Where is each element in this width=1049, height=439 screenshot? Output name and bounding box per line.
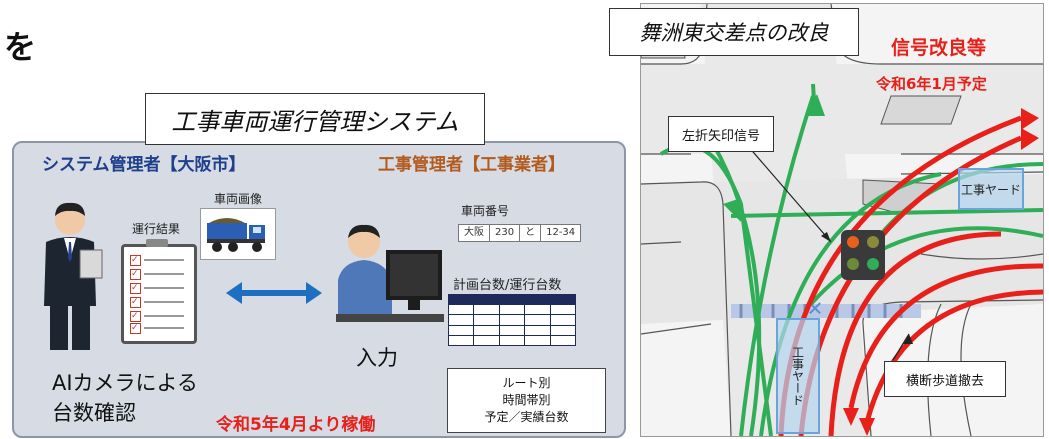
result-label: 運行結果	[132, 222, 181, 236]
route-summary-box: ルート別 時間帯別 予定／実績台数	[447, 368, 606, 433]
ai-camera-caption: AIカメラによる 台数確認	[52, 368, 198, 428]
intersection-title: 舞洲東交差点の改良	[609, 8, 859, 56]
signal-improvement-date: 令和6年1月予定	[876, 75, 987, 93]
route-line1: ルート別	[502, 376, 551, 390]
construction-yard-bottom: 工事ヤード	[776, 318, 820, 434]
ai-camera-line1: AIカメラによる	[52, 371, 198, 395]
system-title: 工事車両運行管理システム	[145, 93, 485, 145]
vehicle-image-label: 車両画像	[214, 192, 263, 206]
result-checklist-icon: ✓ ✓ ✓ ✓ ✓ ✓	[121, 239, 197, 344]
vehicle-image-card	[200, 208, 276, 260]
construction-yard-top: 工事ヤード	[958, 168, 1024, 210]
left-arrow-signal-callout: 左折矢印信号	[668, 116, 774, 152]
double-arrow-icon	[226, 282, 322, 304]
route-line2: 時間帯別	[502, 393, 551, 407]
intersection-drawing: ✕	[641, 4, 1043, 436]
traffic-signal-icon	[841, 230, 885, 280]
signal-improvement-title: 信号改良等	[891, 37, 987, 59]
operation-start-label: 令和5年4月より稼働	[216, 415, 376, 435]
license-plate: 大阪 230 と 12-34	[458, 224, 582, 242]
plan-count-label: 計画台数/運行台数	[453, 278, 562, 293]
plate-kana: と	[520, 225, 542, 241]
admin-header: システム管理者【大阪市】	[42, 155, 246, 175]
worker-at-computer-icon	[336, 224, 444, 322]
manager-header: 工事管理者【工事業者】	[378, 155, 565, 175]
plate-number: 12-34	[546, 227, 576, 238]
crosswalk-removal-callout: 横断歩道撤去	[884, 361, 1006, 397]
plan-count-table	[447, 293, 577, 347]
plate-region: 大阪	[459, 225, 490, 241]
route-line3: 予定／実績台数	[484, 410, 569, 424]
plate-class: 230	[490, 225, 521, 241]
vehicle-number-label: 車両番号	[461, 204, 510, 218]
ai-camera-line2: 台数確認	[52, 401, 136, 425]
partial-heading-char: を	[4, 28, 37, 66]
admin-person-icon	[44, 202, 103, 350]
dump-truck-icon	[207, 218, 265, 252]
input-label: 入力	[356, 346, 398, 370]
